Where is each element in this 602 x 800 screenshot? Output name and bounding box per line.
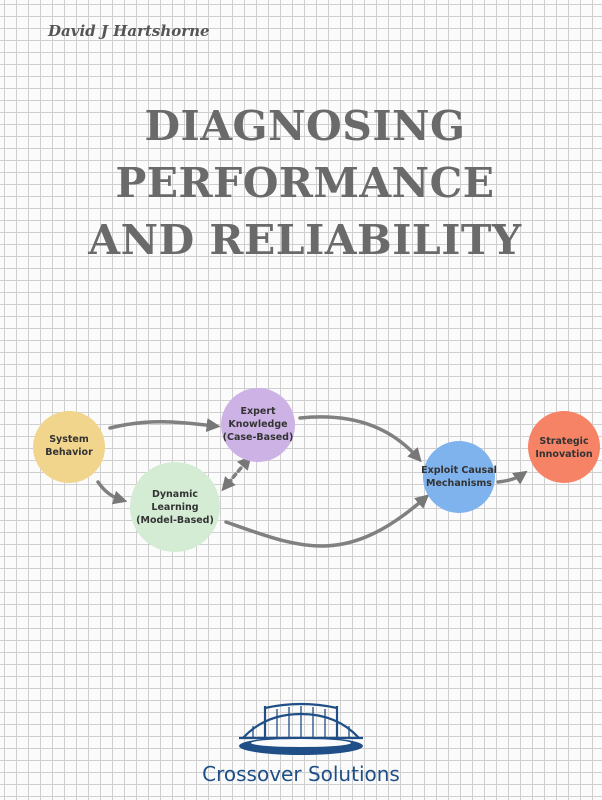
node-label-line: Mechanisms (426, 478, 492, 489)
book-title: DIAGNOSING PERFORMANCE AND RELIABILITY (0, 98, 602, 269)
node-label-line: Knowledge (228, 419, 287, 430)
node-label-line: System (49, 434, 89, 445)
title-line-2: PERFORMANCE (115, 159, 495, 207)
node-label-line: Dynamic (152, 489, 198, 500)
connector-arrows (96, 415, 528, 548)
bridge-logo-icon (239, 702, 363, 755)
title-line-1: DIAGNOSING (144, 102, 466, 150)
node-expert-knowledge: Expert Knowledge (Case-Based) (221, 388, 295, 462)
node-circle (423, 441, 495, 513)
process-diagram: System Behavior Expert Knowledge (Case-B… (33, 388, 600, 552)
arrow-expert-to-exploit (298, 415, 422, 463)
author-name: David J Hartshorne (48, 22, 210, 40)
node-label-line: Learning (151, 502, 198, 513)
node-circle (221, 388, 295, 462)
node-label-line: Behavior (45, 447, 93, 458)
publisher-name: Crossover Solutions (202, 762, 400, 786)
node-label-line: Exploit Causal (421, 465, 497, 476)
node-strategic-innovation: Strategic Innovation (528, 411, 600, 483)
node-label-line: Expert (240, 406, 276, 417)
node-system-behavior: System Behavior (33, 411, 105, 483)
node-label-line: Strategic (539, 436, 588, 447)
node-label-line: (Case-Based) (223, 432, 294, 443)
node-label-line: (Model-Based) (136, 515, 214, 526)
node-dynamic-learning: Dynamic Learning (Model-Based) (130, 462, 220, 552)
node-label-line: Innovation (535, 449, 593, 460)
arrow-expert-dynamic-dotted (221, 455, 252, 492)
arrow-system-to-dynamic (96, 480, 128, 505)
arrow-dynamic-to-exploit (224, 494, 430, 548)
node-circle (33, 411, 105, 483)
node-circle (130, 462, 220, 552)
node-circle (528, 411, 600, 483)
arrow-system-to-expert (108, 418, 221, 433)
node-exploit-causal-mechanisms: Exploit Causal Mechanisms (421, 441, 497, 513)
arrow-exploit-to-strategic (496, 470, 528, 485)
title-line-3: AND RELIABILITY (88, 216, 522, 264)
